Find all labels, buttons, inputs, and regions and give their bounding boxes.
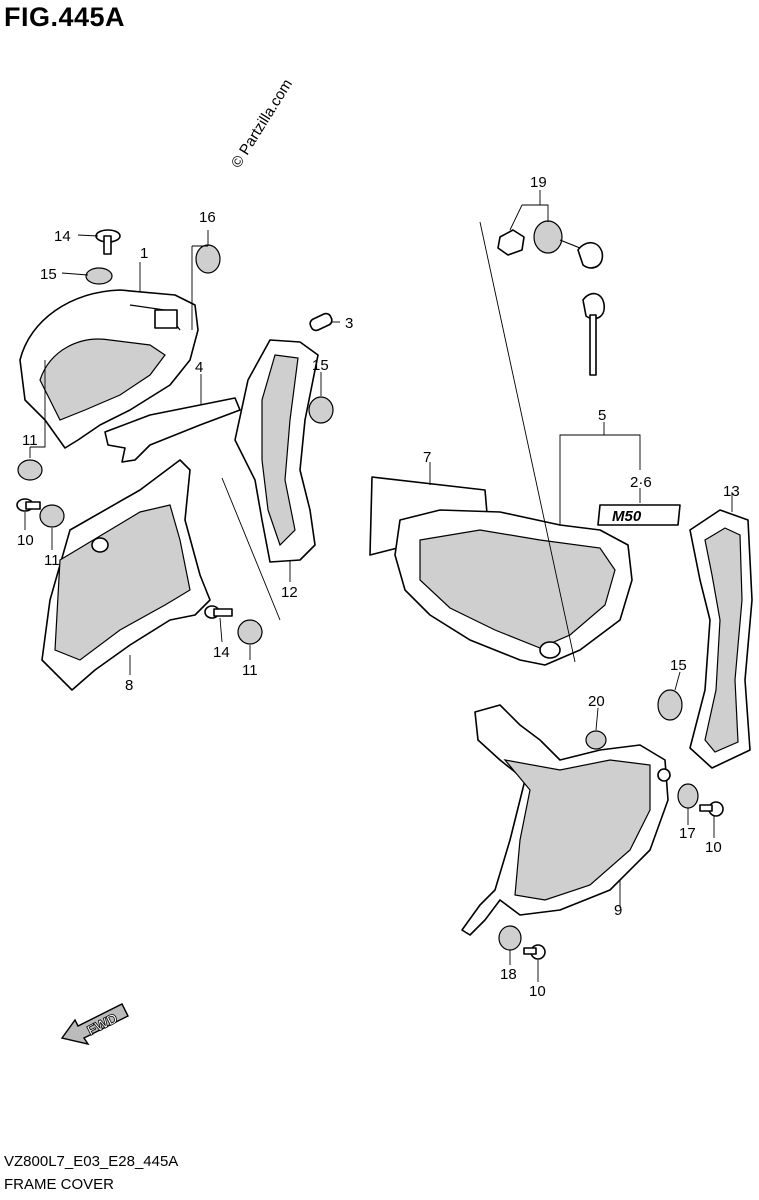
- part-18-grommet[interactable]: [498, 925, 522, 951]
- callout-4: 4: [195, 359, 203, 376]
- part-3-pin[interactable]: [308, 312, 333, 332]
- callout-11-c: 11: [242, 662, 258, 679]
- figure-title: FIG.445A: [4, 2, 126, 32]
- fwd-label: FWD: [84, 1010, 120, 1039]
- part-14-bolt-top[interactable]: [95, 229, 121, 255]
- part-11-grommet-c[interactable]: [237, 619, 263, 645]
- callout-18: 18: [500, 966, 517, 983]
- callout-1: 1: [140, 245, 148, 262]
- part-2-6-emblem[interactable]: M50: [597, 504, 681, 526]
- callout-3: 3: [345, 315, 353, 332]
- part-15-grommet-mid[interactable]: [308, 396, 334, 424]
- callout-10-right: 10: [705, 839, 722, 856]
- part-15-grommet-right[interactable]: [657, 689, 683, 721]
- callout-10-a: 10: [17, 532, 34, 549]
- part-10-bolt-a[interactable]: [16, 498, 41, 512]
- part-12-bracket[interactable]: [234, 339, 319, 563]
- part-10-bolt-right[interactable]: [699, 801, 724, 817]
- callout-7: 7: [423, 449, 431, 466]
- part-16-grommet[interactable]: [195, 244, 221, 274]
- part-10-bolt-bottom[interactable]: [523, 944, 546, 960]
- callout-17: 17: [679, 825, 696, 842]
- callout-10-bottom: 10: [529, 983, 546, 1000]
- part-11-grommet-b[interactable]: [39, 504, 65, 528]
- callout-15-top: 15: [40, 266, 57, 283]
- callout-12: 12: [281, 584, 298, 601]
- part-20-grommet[interactable]: [585, 730, 607, 750]
- part-14-bolt-mid[interactable]: [204, 605, 233, 619]
- callout-15-right: 15: [670, 657, 687, 674]
- part-19-lock-set[interactable]: [497, 220, 605, 376]
- callout-15-mid: 15: [312, 357, 329, 374]
- part-5-side-cover[interactable]: [394, 509, 633, 666]
- callout-labels: 14 15 1 16 3 4 11 10 11 8 14 11 12 15 19…: [17, 174, 740, 1000]
- callout-14-mid: 14: [213, 644, 230, 661]
- part-4-strip[interactable]: [104, 397, 241, 463]
- callout-16: 16: [199, 209, 216, 226]
- leader-lines: [24, 190, 733, 982]
- emblem-label: M50: [612, 508, 642, 525]
- fwd-arrow-icon: FWD: [60, 1003, 129, 1046]
- part-8-lower-cover[interactable]: [41, 459, 211, 691]
- callout-9: 9: [614, 902, 622, 919]
- part-13-trim[interactable]: [689, 509, 753, 769]
- part-11-grommet-a[interactable]: [17, 459, 43, 481]
- part-1-front-cover[interactable]: [19, 289, 199, 449]
- callout-5: 5: [598, 407, 606, 424]
- callout-2-6: 2·6: [630, 474, 652, 491]
- callout-13: 13: [723, 483, 740, 500]
- diagram-code: VZ800L7_E03_E28_445A: [4, 1153, 179, 1170]
- callout-11-a: 11: [22, 432, 38, 449]
- callout-11-b: 11: [44, 552, 60, 569]
- callout-8: 8: [125, 677, 133, 694]
- diagram-name: FRAME COVER: [4, 1176, 115, 1193]
- part-15-grommet-top[interactable]: [85, 267, 113, 285]
- callout-20: 20: [588, 693, 605, 710]
- part-9-lower-cover[interactable]: [461, 704, 671, 936]
- part-17-grommet[interactable]: [677, 783, 699, 809]
- callout-19: 19: [530, 174, 547, 191]
- callout-14-top: 14: [54, 228, 71, 245]
